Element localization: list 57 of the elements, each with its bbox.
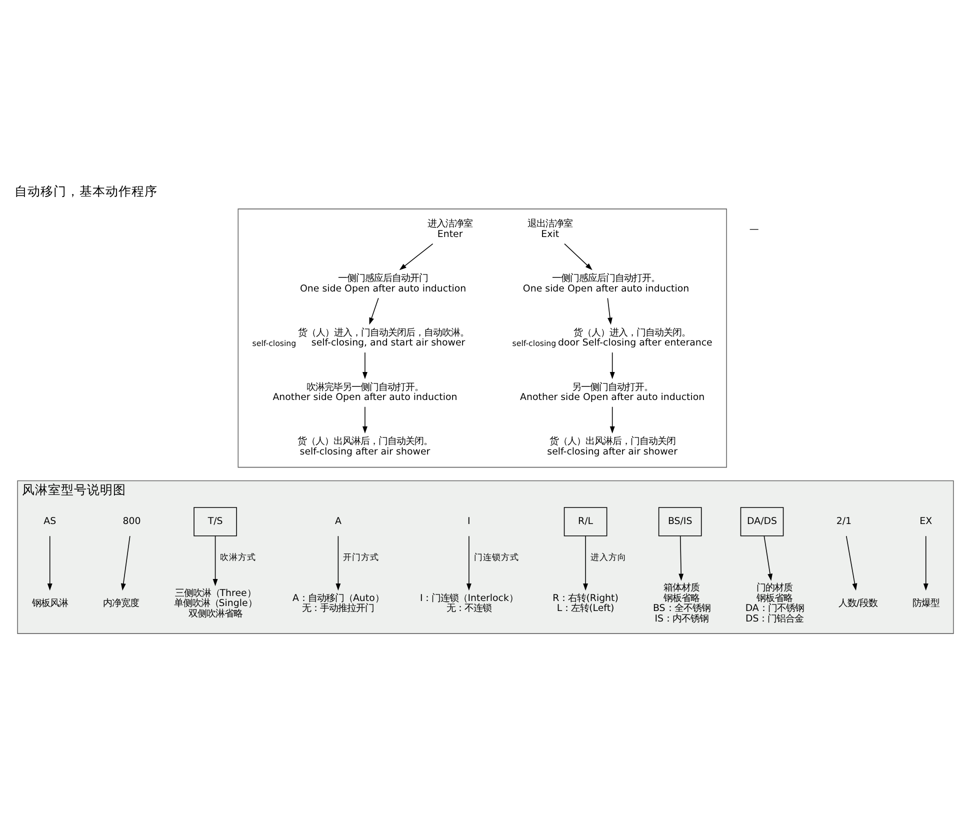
- arrow: [212, 536, 218, 586]
- arrow: [362, 352, 368, 380]
- arrow: [466, 536, 472, 591]
- arrow: [607, 298, 612, 325]
- node-text: 货（人）进入，门自动关闭后，自动吹淋。 self-closing, and start air shower: [298, 327, 470, 349]
- edge-label: 进入方向: [590, 553, 626, 564]
- node-text: R：右转(Right) L：左转(Left): [552, 592, 618, 614]
- edge-label: 门连锁方式: [474, 553, 520, 564]
- node-text: 门的材质 钢板省略 DA：门不锈钢 DS：门铝合金: [745, 582, 804, 624]
- arrow: [610, 352, 615, 380]
- node-text: 进入洁净室 Enter: [428, 218, 473, 240]
- cluster: [238, 208, 727, 468]
- arrow: [564, 243, 592, 270]
- arrow: [362, 406, 368, 434]
- node-text: 箱体材质 钢板省略 BS：全不锈钢 IS：内不锈钢: [653, 582, 710, 624]
- arrow: [47, 536, 52, 591]
- node-text: 货（人）进入，门自动关闭。 door Self-closing after enterance: [558, 327, 712, 349]
- node-box: R/L: [564, 507, 608, 536]
- node-text: 钢板风淋: [32, 598, 68, 610]
- diagram-title: 自动移门，基本动作程序: [14, 183, 158, 198]
- node-text: 一侧门感应后自动开门 One side Open after auto induction: [300, 273, 466, 294]
- node-text: 人数/段数: [838, 598, 878, 610]
- edge-label: 开门方式: [342, 553, 379, 564]
- edge-label: 吹淋方式: [220, 553, 256, 564]
- node-text: A: [334, 516, 342, 528]
- node-text: I：门连锁（Interlock） 无：不连锁: [420, 592, 518, 614]
- node-box: T/S: [194, 507, 237, 536]
- node-text: AS: [44, 516, 56, 528]
- node-text: 800: [122, 516, 141, 528]
- node-text: 内净宽度: [102, 598, 139, 610]
- arrow: [764, 536, 773, 581]
- arrow: [369, 298, 379, 325]
- node-text: 货（人）出风淋后，门自动关闭 self-closing after air shower: [547, 436, 678, 458]
- node-text: 一侧门感应后门自动打开。 One side Open after auto induction: [522, 273, 690, 294]
- node-box: BS/IS: [658, 507, 702, 536]
- arrow: [399, 243, 434, 270]
- arrow: [846, 536, 858, 591]
- node-text: A：自动移门（Auto） 无：手动推拉开门: [292, 592, 384, 614]
- node-text: 退出洁净室 Exit: [528, 218, 573, 240]
- arrow: [678, 536, 684, 581]
- arrow: [923, 536, 928, 591]
- arrow: [120, 536, 130, 591]
- arrow: [583, 536, 588, 591]
- node-text: 货（人）出风淋后，门自动关闭。 self-closing after air shower: [297, 436, 432, 458]
- arrow: [610, 406, 615, 434]
- node-text: I: [468, 516, 470, 528]
- node-text: 吹淋完毕另一侧门自动打开。 Another side Open after auto induction: [272, 382, 458, 404]
- node-text: 另一侧门自动打开。 Another side Open after auto induction: [520, 382, 705, 404]
- node-box: DA/DS: [740, 507, 784, 536]
- label: —: [749, 224, 759, 235]
- node-label: self-closing: [512, 339, 556, 348]
- arrow: [336, 536, 341, 591]
- node-text: 2/1: [836, 516, 852, 528]
- node-text: 三侧吹淋（Three） 单侧吹淋（Single） 双侧吹淋省略: [174, 588, 257, 620]
- node-label: self-closing: [252, 339, 296, 348]
- node-text: 防爆型: [912, 598, 940, 610]
- node-text: EX: [920, 516, 932, 528]
